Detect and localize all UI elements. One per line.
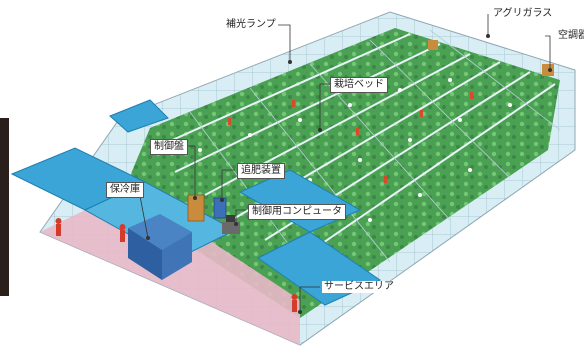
cold-storage-side [162, 232, 192, 280]
leader-dots [146, 34, 552, 314]
computer-monitor [226, 215, 235, 222]
label-air-conditioner: 空調器 [556, 30, 584, 42]
label-control-panel: 制御盤 [150, 139, 188, 155]
label-fertilizer-unit: 追肥装置 [237, 163, 285, 179]
control-panel-unit [187, 194, 205, 222]
back-roof-strip [109, 99, 169, 133]
fertilizer-unit [213, 197, 227, 219]
label-service-area: サービスエリア [322, 281, 396, 293]
workers [55, 218, 298, 312]
label-supplemental-lamp: 補光ランプ [224, 19, 278, 31]
cultivation-beds [120, 28, 560, 318]
label-control-computer: 制御用コンピュータ [248, 204, 346, 220]
agri-glass-block [428, 40, 438, 50]
bed-markers [228, 92, 473, 183]
leader-lines [139, 14, 551, 312]
label-cold-storage: 保冷庫 [106, 182, 144, 198]
label-agri-glass: アグリガラス [491, 8, 555, 20]
label-cultivation-bed: 栽培ベッド [330, 77, 388, 93]
cold-storage-top [128, 214, 192, 250]
cold-storage-front [128, 228, 162, 280]
left-edge-strip [0, 118, 9, 296]
